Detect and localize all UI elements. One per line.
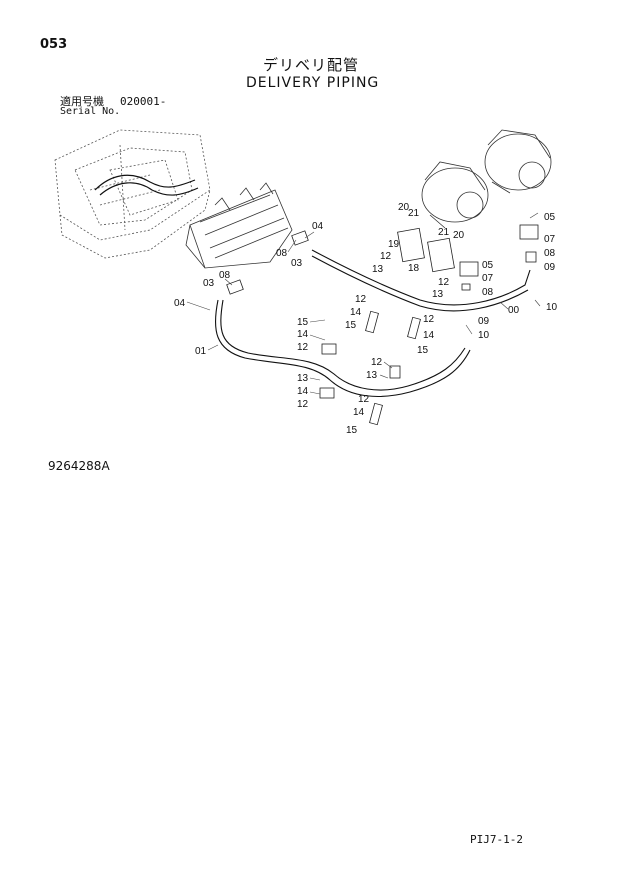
callout-03-top: 03 [291,258,303,269]
hydraulic-pump-illustration-rear [484,129,552,194]
callout-15-mid-right: 15 [417,345,429,356]
callout-12-upper-left: 12 [380,251,392,262]
hydraulic-pump-illustration-front [421,161,489,229]
callout-04-top: 04 [312,221,324,232]
callout-13-lower-left: 13 [297,373,309,384]
callout-12-lower-center: 12 [371,357,383,368]
callout-10-right: 10 [546,302,558,313]
callout-04-left: 04 [174,298,186,309]
callout-14-bottom: 14 [353,407,365,418]
callout-20-left: 20 [398,202,410,213]
control-valve-illustration [185,182,293,269]
callout-08-top: 08 [276,248,288,259]
callout-14-left-clamp: 14 [297,329,309,340]
page-code: 053 [40,37,68,52]
callout-10-middle: 10 [478,330,490,341]
callout-14-lower-left: 14 [297,386,309,397]
callout-07-middle: 07 [482,273,494,284]
serial-label-english: Serial No. [60,106,121,117]
title-english: DELIVERY PIPING [246,75,380,91]
callout-08-left: 08 [219,270,231,281]
callout-12-left-clamp: 12 [297,342,309,353]
callout-08-middle: 08 [482,287,494,298]
callout-18: 18 [408,263,420,274]
callout-21-left: 21 [408,208,420,219]
clamp-assemblies [226,224,539,426]
callout-03-left: 03 [203,278,215,289]
callout-13-upper-right: 13 [432,289,444,300]
hose-00 [311,249,531,312]
callout-12-upper-right: 12 [438,277,450,288]
hose-01 [214,299,471,397]
serial-range: 020001- [120,95,167,108]
callout-labels: 01 04 03 08 08 03 04 20 21 19 12 18 13 2… [174,202,558,436]
serial-label-japanese: 適用号機 [60,95,104,108]
callout-15-mid-left: 15 [345,320,357,331]
callout-12-mid-right: 12 [423,314,435,325]
callout-14-mid-right: 14 [423,330,435,341]
callout-07-right: 07 [544,234,556,245]
callout-09-right: 09 [544,262,556,273]
callout-12-lower-left: 12 [297,399,309,410]
callout-13-upper-left: 13 [372,264,384,275]
callout-20-right: 20 [453,230,465,241]
callout-12-bottom: 12 [358,394,370,405]
callout-05-middle: 05 [482,260,494,271]
callout-12-mid-left: 12 [355,294,367,305]
callout-05-right: 05 [544,212,556,223]
callout-15-left-clamp: 15 [297,317,309,328]
machine-overview-illustration [54,129,211,259]
callout-19: 19 [388,239,400,250]
callout-13-lower-center: 13 [366,370,378,381]
drawing-number: 9264288A [48,459,110,473]
page-reference: PIJ7-1-2 [470,833,523,846]
callout-08-right: 08 [544,248,556,259]
callout-15-bottom: 15 [346,425,358,436]
callout-21-right: 21 [438,227,450,238]
title-japanese: デリベリ配管 [263,56,360,74]
hose-overview-illustration [94,174,199,196]
callout-leaders [186,212,541,395]
callout-00: 00 [508,305,520,316]
callout-01: 01 [195,346,207,357]
callout-14-mid-left: 14 [350,307,362,318]
callout-09-middle: 09 [478,316,490,327]
